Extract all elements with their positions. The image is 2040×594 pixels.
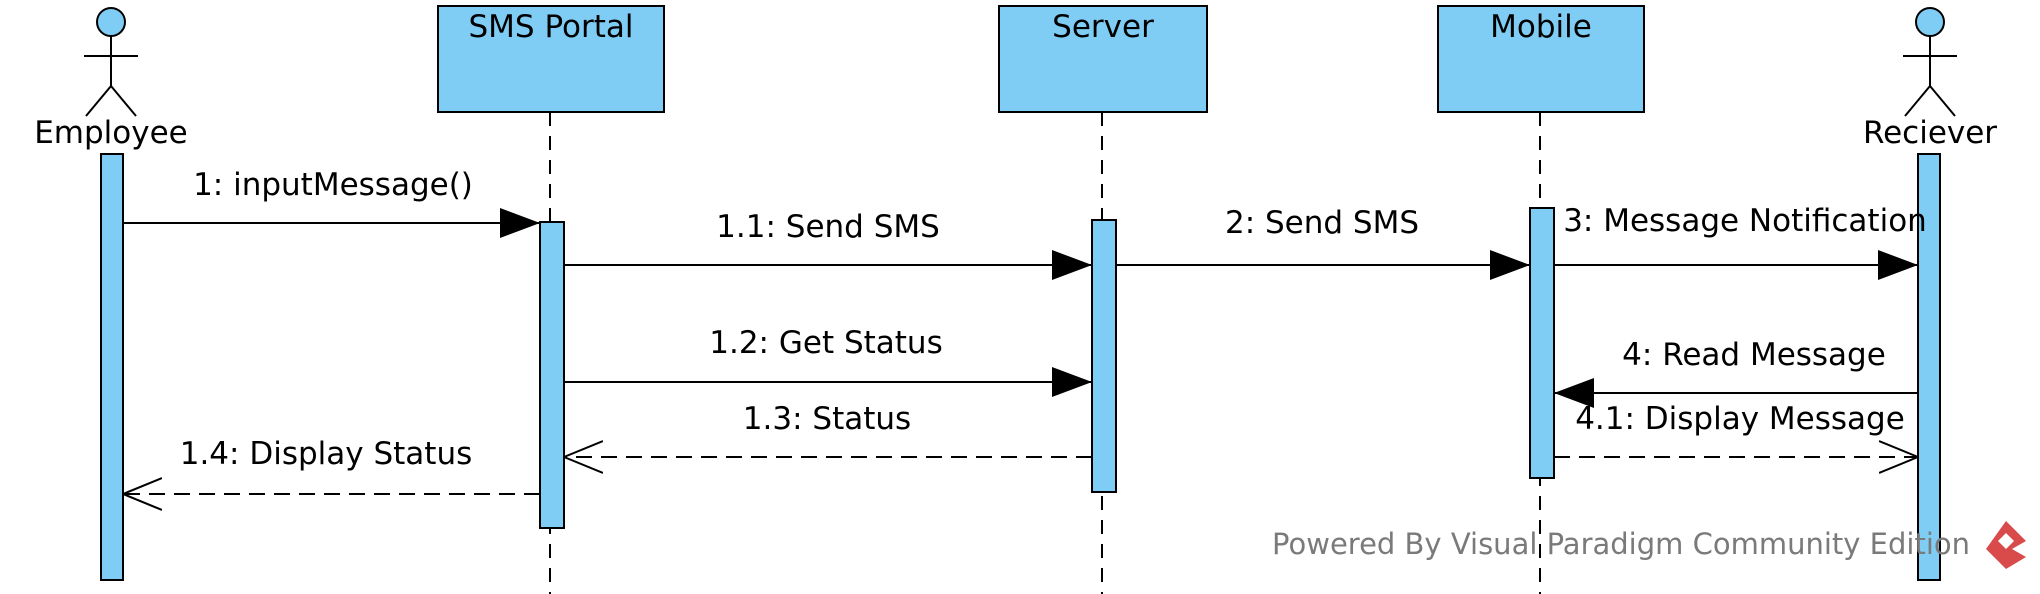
actor-receiver-label: Reciever [1863, 115, 1997, 151]
actor-employee-label: Employee [34, 115, 188, 151]
message-label-1-3: 1.3: Status [743, 401, 911, 437]
activation-employee[interactable] [100, 153, 124, 581]
object-sms-portal[interactable]: SMS Portal [437, 5, 665, 113]
visual-paradigm-logo-icon [1986, 521, 2026, 569]
message-label-4: 4: Read Message [1622, 337, 1886, 373]
object-server[interactable]: Server [998, 5, 1208, 113]
message-label-1: 1: inputMessage() [193, 167, 473, 203]
object-mobile[interactable]: Mobile [1437, 5, 1645, 113]
watermark-text: Powered By Visual Paradigm Community Edi… [1272, 527, 1970, 561]
object-sms-portal-label: SMS Portal [468, 9, 633, 45]
actor-employee[interactable]: Employee [34, 7, 188, 151]
object-server-label: Server [1052, 9, 1154, 45]
activation-server[interactable] [1091, 219, 1117, 493]
object-mobile-label: Mobile [1490, 9, 1592, 45]
message-label-1-1: 1.1: Send SMS [716, 209, 940, 245]
message-label-4-1: 4.1: Display Message [1575, 401, 1905, 437]
activation-receiver[interactable] [1917, 153, 1941, 581]
message-label-2: 2: Send SMS [1225, 205, 1419, 241]
activation-sms-portal[interactable] [539, 221, 565, 529]
activation-mobile[interactable] [1529, 207, 1555, 479]
message-label-1-4: 1.4: Display Status [180, 436, 473, 472]
actor-receiver[interactable]: Reciever [1863, 7, 1997, 151]
stick-figure-icon [1903, 7, 1957, 117]
stick-figure-icon [84, 7, 138, 117]
message-label-1-2: 1.2: Get Status [709, 325, 942, 361]
message-label-3: 3: Message Notification [1563, 203, 1927, 239]
